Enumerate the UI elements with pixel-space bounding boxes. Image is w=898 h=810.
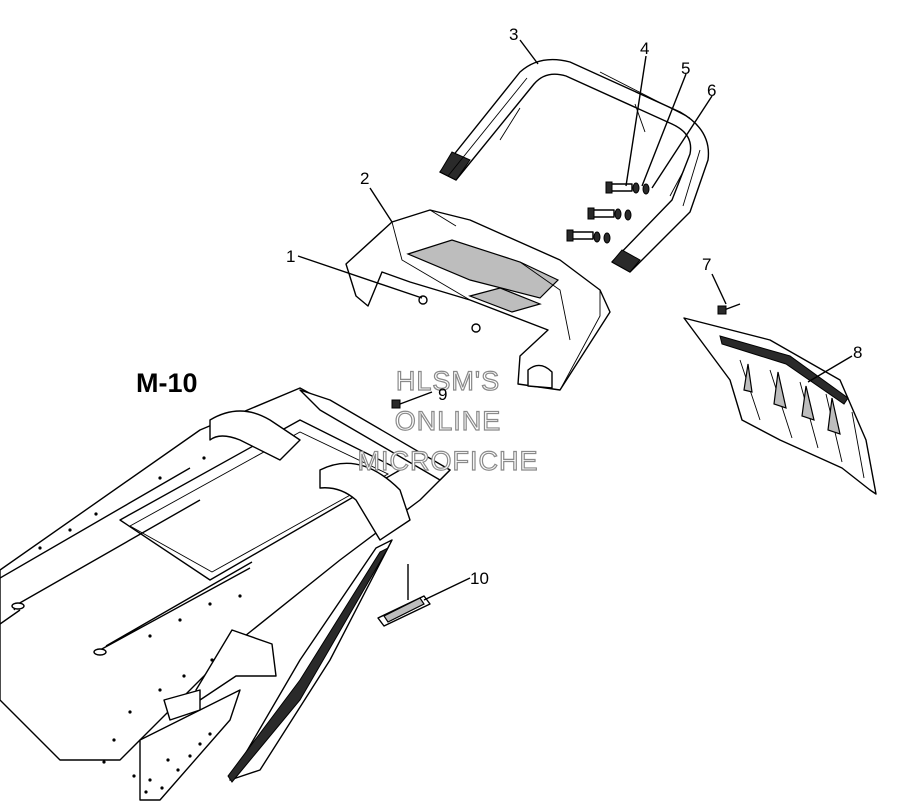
diagram-title: M-10 (136, 368, 198, 398)
callout-8: 8 (853, 343, 862, 362)
callout-2: 2 (360, 169, 369, 188)
screw-part (717, 303, 741, 315)
watermark-line-1: HLSM'S (396, 366, 500, 396)
callout-1: 1 (286, 247, 295, 266)
watermark: HLSM'S ONLINE MICROFICHE (357, 365, 539, 476)
trim-strip-part (377, 564, 431, 627)
leader-lines (297, 39, 853, 601)
callout-6: 6 (707, 81, 716, 100)
watermark-line-2: ONLINE (395, 406, 502, 436)
callout-3: 3 (509, 25, 518, 44)
bolt-set (566, 181, 650, 244)
callout-10: 10 (470, 569, 489, 588)
callout-7: 7 (702, 255, 711, 274)
snow-flap-part (683, 317, 877, 495)
callout-4: 4 (640, 39, 649, 58)
callout-9: 9 (438, 385, 447, 404)
chassis-tunnel (0, 387, 451, 801)
grab-bar-part (439, 58, 710, 273)
callout-5: 5 (681, 59, 690, 78)
callouts: 1 2 3 4 5 6 7 8 9 10 (286, 25, 862, 588)
watermark-line-3: MICROFICHE (358, 446, 539, 476)
